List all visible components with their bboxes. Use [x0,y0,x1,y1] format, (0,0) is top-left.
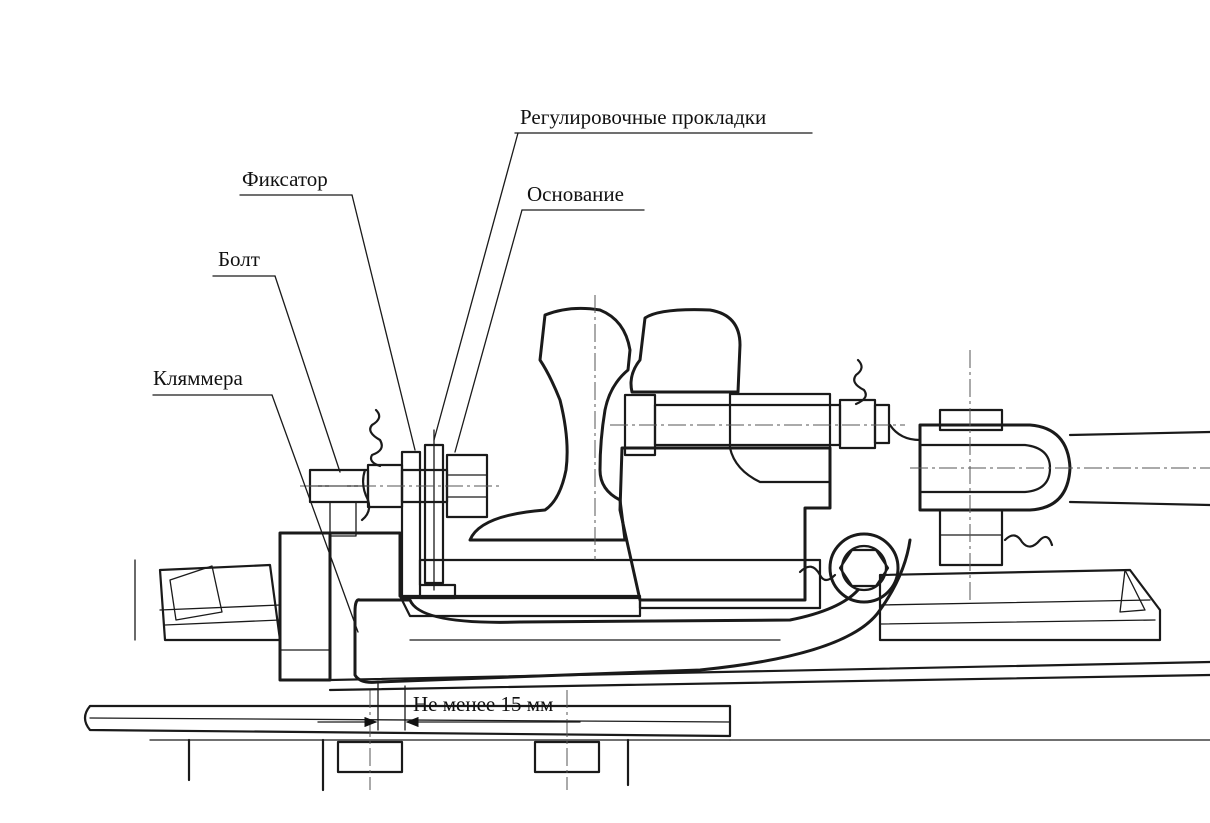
lock-wire-shackle [1003,534,1054,548]
base-plate [398,558,822,618]
rail [468,295,632,560]
shackle [888,350,1210,600]
label-fixator-text: Фиксатор [242,167,328,191]
fixator [400,450,457,600]
left-guide-profile [158,563,282,642]
vertical-frame-lines [134,559,630,792]
label-bolt-text: Болт [218,247,260,271]
label-shims: Регулировочные прокладки [433,105,813,441]
counter-rail-block [618,308,832,602]
lower-bolt-heads [336,690,601,790]
bolt-assembly [300,453,500,537]
label-shims-text: Регулировочные прокладки [520,105,766,129]
label-klammer: Кляммера [152,366,359,633]
adjusting-shims [423,429,445,591]
label-base: Основание [454,182,645,453]
lock-wire-left [360,408,383,522]
dimension-min-15mm: Не менее 15 мм [317,681,581,731]
label-base-text: Основание [527,182,624,206]
label-bolt: Болт [212,247,341,473]
klammer-clamp [353,538,912,684]
pin-nut [798,532,900,604]
bottom-plate [83,704,1210,741]
dimension-text: Не менее 15 мм [413,692,553,716]
right-guide-profile [878,568,1162,642]
lock-wire-right [853,358,867,406]
label-fixator: Фиксатор [239,167,416,451]
label-klammer-text: Кляммера [153,366,244,390]
rail-bolt [610,393,905,457]
